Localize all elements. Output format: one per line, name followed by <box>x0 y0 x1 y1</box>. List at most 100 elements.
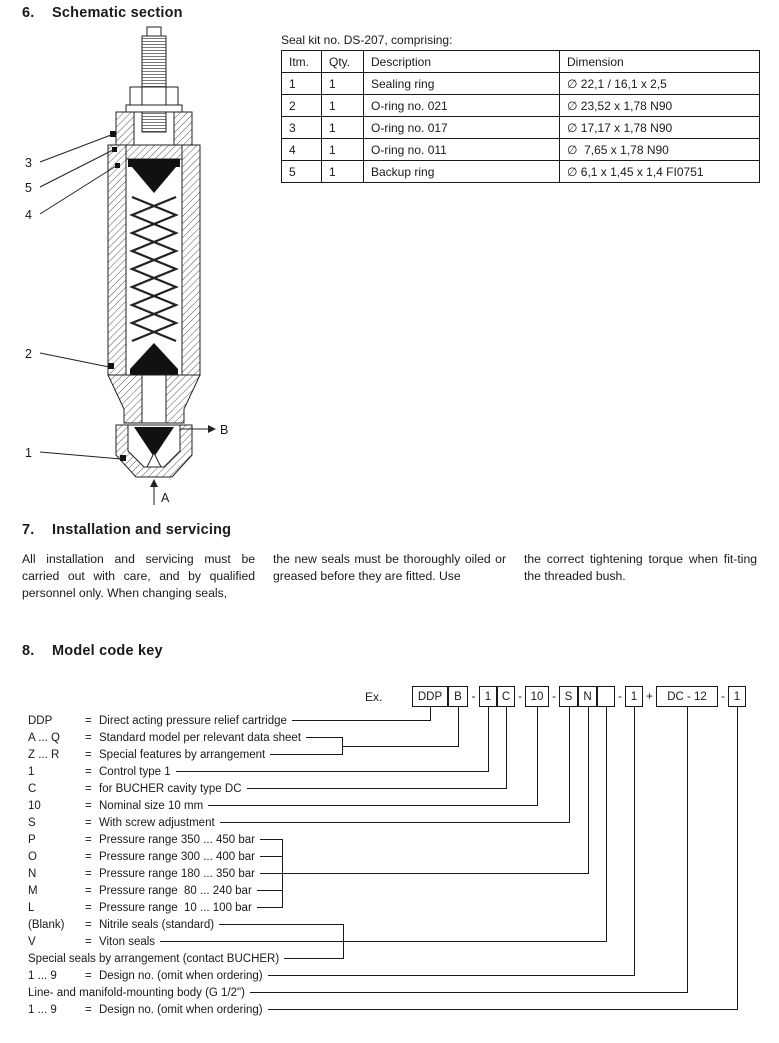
code-description: for BUCHER cavity type DC <box>99 782 242 795</box>
table-cell: 4 <box>281 138 322 161</box>
seal-kit-table: Itm. Qty. Description Dimension 1 1 Seal… <box>281 50 760 183</box>
code-description: Design no. (omit when ordering) <box>99 969 263 982</box>
code: O <box>28 850 37 863</box>
model-code-key-row: L=Pressure range 10 ... 100 bar <box>28 899 282 916</box>
table-cell: 1 <box>321 116 364 139</box>
equals-sign: = <box>85 884 92 897</box>
adjusting-bush <box>115 111 193 146</box>
code-box-size: 10 <box>525 686 549 707</box>
code: 10 <box>28 799 41 812</box>
equals-sign: = <box>85 731 92 744</box>
connector-line <box>606 707 607 942</box>
code-description: Special features by arrangement <box>99 748 266 761</box>
model-code-key-row: N=Pressure range 180 ... 350 bar <box>28 865 282 882</box>
section-title: Installation and servicing <box>52 522 232 538</box>
equals-sign: = <box>85 1003 92 1016</box>
upper-spring-seat <box>128 159 180 193</box>
leader-line <box>291 720 430 721</box>
connector-line <box>569 707 570 823</box>
leader-line <box>260 873 282 874</box>
column-header: Qty. <box>321 50 364 73</box>
table-cell: 1 <box>321 94 364 117</box>
equals-sign: = <box>85 850 92 863</box>
code-separator: - <box>618 690 622 703</box>
column-header: Description <box>363 50 560 73</box>
connector-line <box>342 746 458 747</box>
connector-line <box>737 707 738 1010</box>
table-cell: ∅ 7,65 x 1,78 N90 <box>559 138 760 161</box>
code-description: Direct acting pressure relief cartridge <box>99 714 287 727</box>
part-label: 2 <box>25 347 32 361</box>
table-cell: 3 <box>281 116 322 139</box>
code: S <box>28 816 36 829</box>
code-description: Pressure range 300 ... 400 bar <box>99 850 255 863</box>
code-description: Design no. (omit when ordering) <box>99 1003 263 1016</box>
connector-line <box>430 707 431 721</box>
valve-body <box>107 26 201 478</box>
model-code-key-row: Special seals by arrangement (contact BU… <box>28 950 343 967</box>
table-row: 5 1 Backup ring ∅ 6,1 x 1,45 x 1,4 FI075… <box>281 160 760 183</box>
table-row: 1 1 Sealing ring ∅ 22,1 / 16,1 x 2,5 <box>281 72 760 95</box>
code-separator: - <box>518 690 522 703</box>
table-cell: O-ring no. 021 <box>363 94 560 117</box>
leader-line <box>267 975 634 976</box>
threaded-stud <box>141 35 167 88</box>
table-row: 2 1 O-ring no. 021 ∅ 23,52 x 1,78 N90 <box>281 94 760 117</box>
table-cell: Sealing ring <box>363 72 560 95</box>
model-code-key-row: Z ... R=Special features by arrangement <box>28 746 342 763</box>
leader-line <box>208 805 537 806</box>
section-number: 6. <box>22 5 35 21</box>
equals-sign: = <box>85 833 92 846</box>
code-description: Nominal size 10 mm <box>99 799 204 812</box>
connector-line <box>488 707 489 772</box>
leader-line <box>175 771 488 772</box>
table-row: 3 1 O-ring no. 017 ∅ 17,17 x 1,78 N90 <box>281 116 760 139</box>
code-description: Control type 1 <box>99 765 171 778</box>
model-code-key-row: P=Pressure range 350 ... 450 bar <box>28 831 282 848</box>
leader-line <box>249 992 687 993</box>
lower-body <box>107 374 201 424</box>
code: C <box>28 782 37 795</box>
model-code-key-row: C=for BUCHER cavity type DC <box>28 780 506 797</box>
model-code-key-row: DDP=Direct acting pressure relief cartri… <box>28 712 430 729</box>
column-header: Dimension <box>559 50 760 73</box>
model-code-key-row: 1 ... 9=Design no. (omit when ordering) <box>28 967 634 984</box>
code: V <box>28 935 36 948</box>
code-box-design: 1 <box>625 686 643 707</box>
model-code-key-row: O = Pressure range 300 ... 400 bar <box>28 848 282 865</box>
leader-line <box>260 856 282 857</box>
code-description: Pressure range 80 ... 240 bar <box>99 884 252 897</box>
table-cell: 5 <box>281 160 322 183</box>
code: DDP <box>28 714 53 727</box>
code: P <box>28 833 36 846</box>
equals-sign: = <box>85 918 92 931</box>
code-description: Special seals by arrangement (contact BU… <box>28 952 280 965</box>
code-description: Pressure range 10 ... 100 bar <box>99 901 252 914</box>
section-6-heading: 6. Schematic section <box>22 5 183 21</box>
table-cell: Backup ring <box>363 160 560 183</box>
table-cell: 1 <box>321 72 364 95</box>
table-row: 4 1 O-ring no. 011 ∅ 7,65 x 1,78 N90 <box>281 138 760 161</box>
port-b-arrow: B <box>180 423 228 437</box>
lock-nut <box>129 86 179 106</box>
table-cell: 2 <box>281 94 322 117</box>
code: L <box>28 901 35 914</box>
table-cell: ∅ 17,17 x 1,78 N90 <box>559 116 760 139</box>
leader-line <box>284 958 343 959</box>
leader-line <box>219 822 569 823</box>
equals-sign: = <box>85 935 92 948</box>
code-box-body-design: 1 <box>728 686 746 707</box>
code-separator: - <box>471 690 476 703</box>
code-box-model: B <box>448 686 468 707</box>
table-header-row: Itm. Qty. Description Dimension <box>281 50 760 73</box>
code-box-control: 1 <box>479 686 497 707</box>
paragraph-column-1: All installation and servicing must be c… <box>22 552 255 600</box>
connector-line <box>506 707 507 789</box>
port-a-arrow: A <box>150 479 170 505</box>
equals-sign: = <box>85 816 92 829</box>
section-8-heading: 8. Model code key <box>22 643 163 659</box>
part-label: 5 <box>25 181 32 195</box>
section-number: 7. <box>22 522 35 538</box>
spring <box>129 195 179 343</box>
connector-line <box>343 941 606 942</box>
